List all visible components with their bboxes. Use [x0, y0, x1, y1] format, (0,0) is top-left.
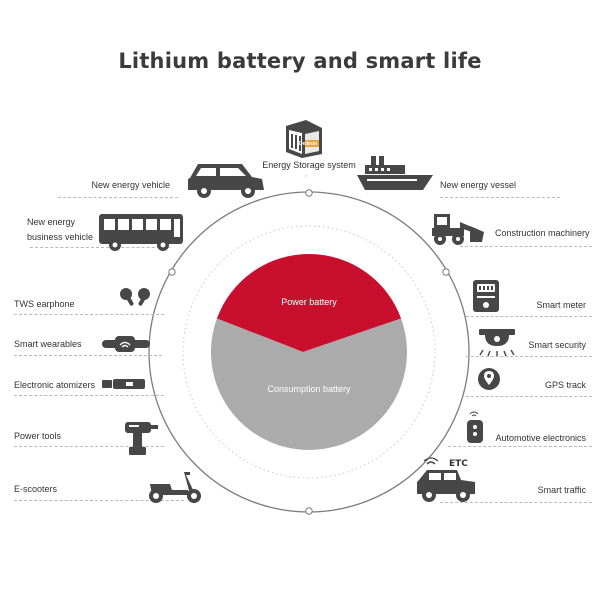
car-key-icon: [467, 411, 483, 443]
label-smart-wearables: Smart wearables: [14, 339, 82, 349]
leader-line-power-tools: [14, 446, 164, 447]
pie-slice-power-battery: [216, 253, 402, 352]
label-smart-traffic: Smart traffic: [537, 485, 586, 495]
bus-icon: [99, 214, 183, 251]
leader-line-tws-earphone: [14, 314, 164, 315]
etc-badge-text: ETC: [449, 459, 468, 469]
ship-icon: [357, 156, 433, 190]
leader-line-new-energy-vehicle: [58, 197, 178, 198]
label-gps-track: GPS track: [544, 380, 586, 390]
label-new-energy-business-vehicle-line2: business vehicle: [27, 232, 94, 242]
wearable-band-icon: [102, 336, 150, 352]
leader-line-gps-track: [466, 396, 592, 397]
pie-label-consumption-battery: Consumption battery: [267, 384, 351, 394]
drill-icon: [125, 422, 158, 455]
leader-line-electronic-atomizers: [14, 395, 164, 396]
label-automotive-electronics: Automotive electronics: [495, 433, 586, 443]
leader-line-smart-wearables: [14, 355, 162, 356]
label-new-energy-vehicle: New energy vehicle: [91, 180, 170, 190]
label-construction-machinery: Construction machinery: [495, 228, 590, 238]
ring-node-top: [305, 189, 313, 197]
leader-line-new-energy-business-vehicle: [30, 247, 170, 248]
meter-icon: [473, 280, 499, 312]
gps-icon: [478, 368, 500, 390]
label-new-energy-vessel: New energy vessel: [440, 180, 517, 190]
pie-slice-consumption-battery: [210, 318, 407, 450]
scooter-icon: [149, 472, 201, 503]
loader-icon: [432, 214, 484, 245]
security-camera-icon: [479, 329, 515, 357]
label-new-energy-business-vehicle-line1: New energy: [27, 217, 76, 227]
ring-node-bottom: [305, 507, 313, 515]
pie-label-power-battery: Power battery: [281, 297, 337, 307]
diagram-title: Lithium battery and smart life: [118, 49, 482, 73]
inner-dotted-ring: [182, 225, 436, 479]
leader-line-smart-traffic: [440, 502, 592, 503]
car-icon: [188, 164, 264, 198]
leader-line-smart-security: [466, 356, 592, 357]
ring-node-right: [442, 268, 450, 276]
leader-line-smart-meter: [466, 316, 592, 317]
leader-line-e-scooters: [14, 500, 184, 501]
leader-line-construction-machinery: [460, 246, 592, 247]
etc-jeep-icon: [417, 457, 475, 502]
energy-storage-icon: [286, 120, 322, 158]
energy-storage-box-text: Delleon: [299, 141, 318, 147]
label-e-scooters: E-scooters: [14, 484, 58, 494]
energy-storage-connector: ◦: [305, 173, 308, 180]
energy-storage-label: Energy Storage system: [262, 160, 356, 170]
atomizer-icon: [102, 379, 145, 389]
label-smart-security: Smart security: [528, 340, 586, 350]
leader-line-new-energy-vessel: [440, 197, 560, 198]
label-power-tools: Power tools: [14, 431, 62, 441]
label-tws-earphone: TWS earphone: [14, 299, 75, 309]
label-electronic-atomizers: Electronic atomizers: [14, 380, 96, 390]
earphone-icon: [120, 288, 150, 306]
ring-node-left: [168, 268, 176, 276]
leader-line-automotive-electronics: [448, 446, 592, 447]
label-smart-meter: Smart meter: [536, 300, 586, 310]
